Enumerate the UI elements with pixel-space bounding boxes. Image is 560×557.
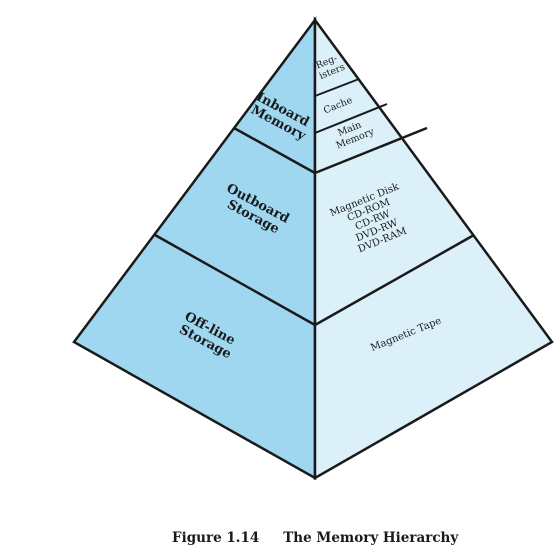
outboard-boundary-line bbox=[154, 233, 316, 327]
registers-cache-divider bbox=[314, 78, 360, 97]
figure-number: Figure 1.14 bbox=[172, 530, 260, 546]
inboard-boundary-line bbox=[233, 126, 316, 175]
figure-title: The Memory Hierarchy bbox=[283, 530, 459, 546]
cache-main-divider bbox=[314, 103, 388, 134]
pyramid-right-face bbox=[313, 16, 554, 481]
inboard-boundary-line-right bbox=[314, 126, 428, 175]
outboard-boundary-line-right bbox=[314, 233, 475, 327]
pyramid-left-face bbox=[72, 16, 317, 481]
memory-hierarchy-pyramid: Inboard Memory Outboard Storage Off-line… bbox=[72, 16, 554, 481]
figure-caption: Figure 1.14 The Memory Hierarchy bbox=[172, 530, 458, 546]
